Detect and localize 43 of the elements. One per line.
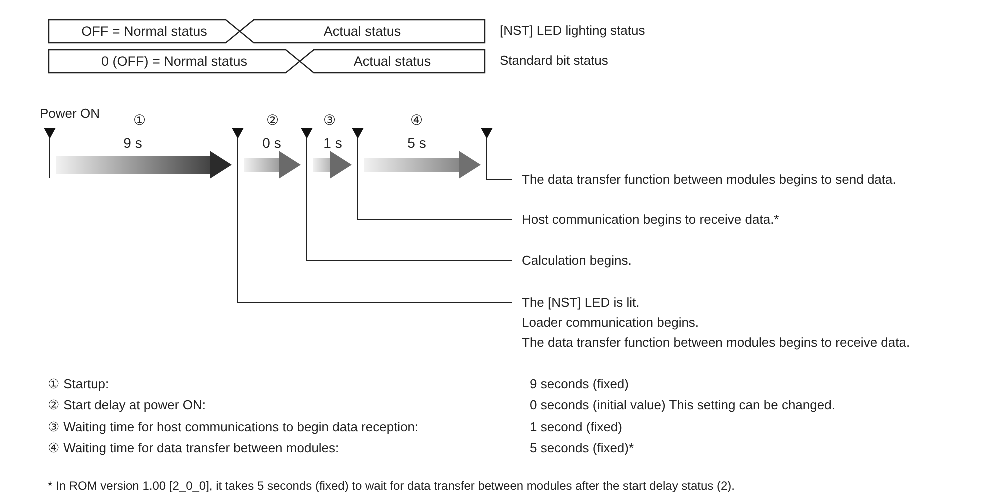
- duration-label: 1 s: [324, 135, 342, 151]
- row-label: Standard bit status: [500, 53, 608, 68]
- signal-segment: 0 (OFF) = Normal status: [49, 50, 300, 73]
- leader-line: [306, 178, 512, 262]
- row-label: [NST] LED lighting status: [500, 23, 646, 38]
- event-description: The data transfer function between modules begins to receive data.: [522, 334, 910, 352]
- step-description: ② Start delay at power ON:: [48, 398, 206, 412]
- duration-value: 9 seconds (fixed): [530, 376, 629, 392]
- footnote: * In ROM version 1.00 [2_0_0], it takes 5 seconds (fixed) to wait for data transfer between modules after the start delay status (2).: [48, 479, 736, 493]
- step-description: ③ Waiting time for host communications to begin data reception:: [48, 420, 419, 434]
- leader-line: [238, 178, 512, 304]
- event-marker: [301, 128, 313, 178]
- arrow: [244, 151, 301, 179]
- duration-label: 5 s: [408, 135, 426, 151]
- event-marker: [44, 128, 56, 178]
- step-description: ① Startup:: [48, 376, 110, 392]
- event-marker: [481, 128, 493, 178]
- event-description: The data transfer function between modules begins to send data.: [522, 170, 896, 190]
- arrow: [313, 151, 352, 179]
- duration-value: 1 second (fixed): [530, 420, 622, 434]
- event-label: Power ON: [40, 106, 100, 121]
- leader-line: [486, 178, 512, 180]
- duration-label: 0 s: [262, 135, 282, 151]
- leader-line: [358, 178, 512, 220]
- event-description: Host communication begins to receive data.*: [522, 210, 780, 230]
- event-description: The [NST] LED is lit.: [522, 294, 641, 312]
- arrow: [364, 151, 481, 179]
- duration-label: 9 s: [124, 135, 142, 151]
- event-description: Calculation begins.: [522, 251, 632, 271]
- signal-segment: Actual status: [240, 20, 485, 43]
- step-description: ④ Waiting time for data transfer between modules:: [48, 440, 340, 456]
- event-marker: [352, 128, 364, 178]
- event-marker: [232, 128, 244, 178]
- duration-value: 0 seconds (initial value) This setting can be changed.: [530, 398, 836, 412]
- step-number: ④: [410, 112, 424, 128]
- arrow: [56, 151, 232, 179]
- duration-value: 5 seconds (fixed)*: [530, 440, 634, 456]
- step-number: ①: [134, 112, 146, 128]
- event-description: Loader communication begins.: [522, 314, 700, 332]
- signal-segment: OFF = Normal status: [49, 20, 240, 43]
- step-number: ②: [266, 112, 280, 128]
- signal-segment: Actual status: [300, 50, 485, 73]
- step-number: ③: [324, 112, 336, 128]
